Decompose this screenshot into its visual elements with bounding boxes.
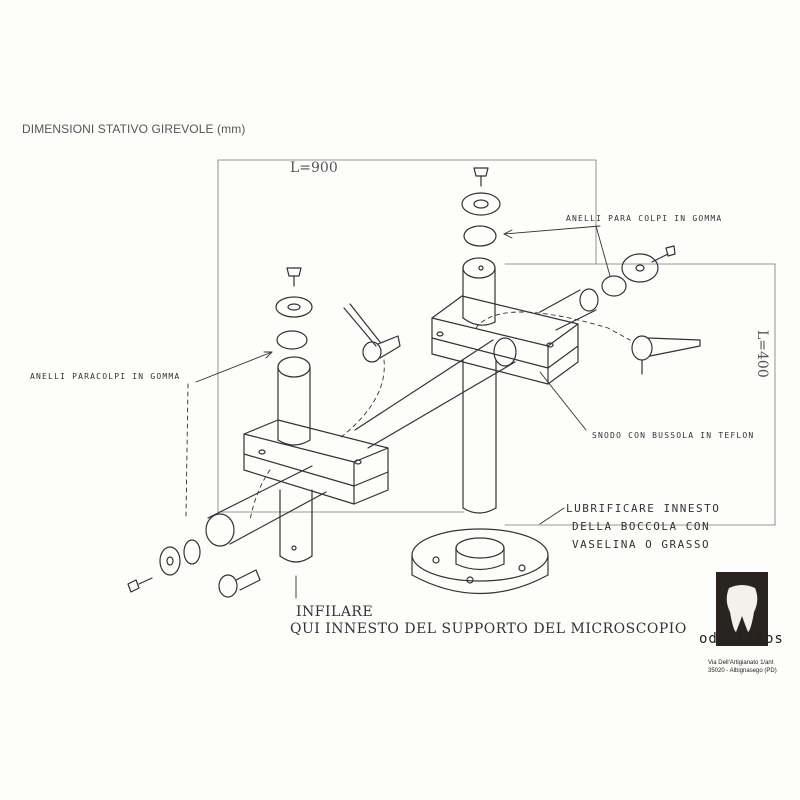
height-dimension-label: L=400 (754, 330, 770, 378)
brand-address: Via Dell'Artigianato 1/ant 35020 - Albig… (708, 659, 777, 675)
left-clamp-block (243, 419, 389, 505)
length-dimension-label: L=900 (290, 160, 338, 176)
left-washer-stack (275, 267, 313, 350)
annotation-snodo: SNODO CON BUSSOLA IN TEFLON (592, 431, 755, 440)
address-line-2: 35020 - Albignasego (PD) (708, 668, 777, 674)
left-front-arm (205, 465, 327, 547)
leader-lines (185, 225, 631, 599)
address-line-1: Via Dell'Artigianato 1/ant (708, 660, 774, 666)
bottom-left-washers (127, 539, 201, 593)
lever-handle-right (631, 335, 701, 375)
rear-arm (539, 288, 599, 331)
annotation-anelli-left: ANELLI PARACOLPI IN GOMMA (30, 372, 181, 381)
bottom-bolt (218, 569, 261, 598)
tooth-icon (716, 572, 768, 646)
brand-name: odontikos (699, 631, 784, 647)
left-top-post (277, 356, 311, 446)
lower-insertion-post (279, 489, 313, 563)
right-top-post (462, 257, 496, 326)
lever-handle-top (343, 303, 401, 363)
annotation-lubrificare-line3: VASELINA O GRASSO (572, 538, 711, 551)
annotation-lubrificare-line2: DELLA BOCCOLA CON (572, 520, 711, 533)
round-base (411, 528, 549, 594)
main-arm (354, 337, 517, 449)
right-washer-stack (461, 167, 501, 247)
annotation-infilare-line1: INFILARE (296, 604, 374, 620)
annotation-anelli-right: ANELLI PARA COLPI IN GOMMA (566, 214, 723, 223)
annotation-infilare-line2: QUI INNESTO DEL SUPPORTO DEL MICROSCOPIO (290, 621, 687, 637)
dimension-frame (217, 159, 776, 526)
right-clamp-block (431, 295, 579, 385)
side-washers (601, 245, 676, 297)
page-title: DIMENSIONI STATIVO GIREVOLE (mm) (22, 122, 246, 136)
vertical-post (462, 359, 497, 514)
annotation-lubrificare-line1: LUBRIFICARE INNESTO (566, 502, 721, 515)
